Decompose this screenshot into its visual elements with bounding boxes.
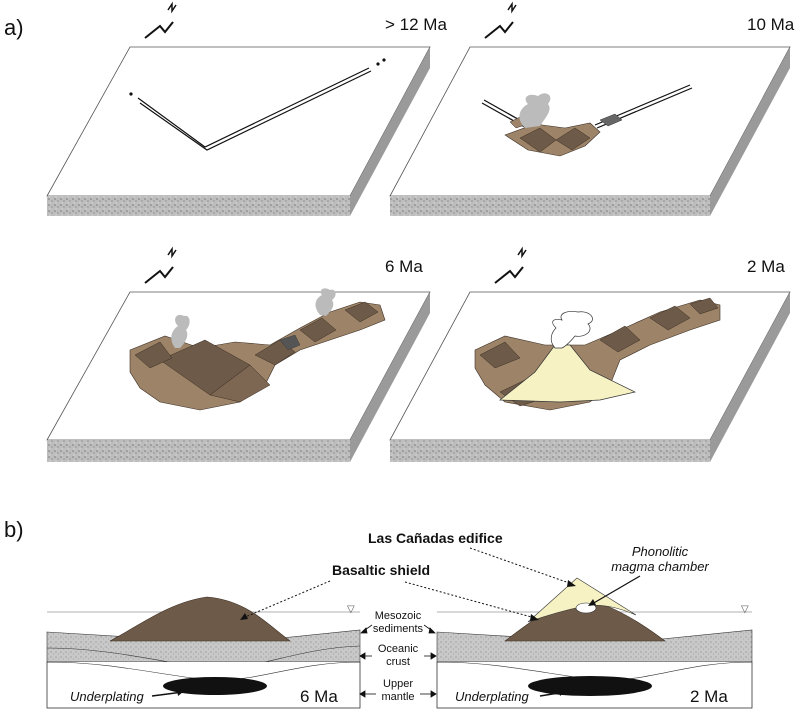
north-arrow-icon (494, 246, 527, 284)
phonolitic-label-2: magma chamber (611, 559, 709, 574)
mesozoic-label-1: Mesozoic (375, 610, 422, 622)
mesozoic-label-2: sediments (373, 623, 424, 635)
block-2ma: 2 Ma (389, 246, 791, 462)
eruption-plume (315, 288, 336, 316)
rift-lines (129, 58, 386, 151)
oceanic-label-1: Oceanic (378, 643, 419, 655)
block-front (390, 196, 710, 216)
underplating-label-left: Underplating (70, 689, 144, 704)
north-arrow-icon (484, 1, 517, 39)
age-label-2ma: 2 Ma (747, 257, 785, 276)
underplating-label-right: Underplating (455, 689, 529, 704)
section-6ma: Underplating 6 Ma (46, 596, 361, 709)
north-arrow-icon (144, 1, 177, 39)
section-age-left: 6 Ma (300, 687, 338, 706)
las-canadas-label: Las Cañadas edifice (368, 530, 503, 546)
block-10ma: 10 Ma (389, 1, 795, 216)
section-2ma: ▽ ▽ Underplating 2 Ma (347, 577, 753, 709)
block-side (350, 47, 430, 216)
phonolite-cover (499, 344, 637, 403)
basaltic-shield-label: Basaltic shield (332, 562, 430, 578)
block-6ma: 6 Ma (46, 246, 431, 462)
block-side (710, 292, 790, 462)
block-front (390, 440, 710, 462)
basaltic-shield-shape (109, 596, 291, 642)
section-age-right: 2 Ma (690, 687, 728, 706)
block-12ma: > 12 Ma (46, 1, 447, 216)
upper-label-1: Upper (383, 678, 413, 690)
upper-label-2: mantle (381, 691, 414, 703)
panel-b-label: b) (4, 517, 24, 542)
panel-a-label: a) (4, 15, 24, 40)
eruption-plume (171, 314, 190, 348)
age-label-6ma: 6 Ma (385, 257, 423, 276)
sea-level-icon: ▽ (741, 604, 749, 615)
age-label-12ma: > 12 Ma (385, 15, 447, 34)
sea-level-icon: ▽ (347, 604, 355, 615)
layer-labels: Mesozoic sediments Oceanic crust Upper m… (359, 610, 437, 703)
volcanic-cluster (504, 113, 623, 157)
block-side (350, 292, 430, 462)
block-side (710, 47, 790, 216)
block-front (47, 440, 350, 462)
block-front (47, 196, 350, 216)
oceanic-label-2: crust (386, 656, 410, 668)
underplating-body (528, 676, 652, 696)
eruption-plume (519, 93, 551, 128)
age-label-10ma: 10 Ma (747, 15, 795, 34)
eruption-plume (550, 311, 593, 349)
phonolitic-label-1: Phonolitic (632, 544, 689, 559)
underplating-body (163, 677, 267, 695)
north-arrow-icon (144, 246, 177, 284)
callouts: Las Cañadas edifice Basaltic shield Phon… (240, 530, 709, 621)
volcanic-edifice (129, 301, 386, 411)
